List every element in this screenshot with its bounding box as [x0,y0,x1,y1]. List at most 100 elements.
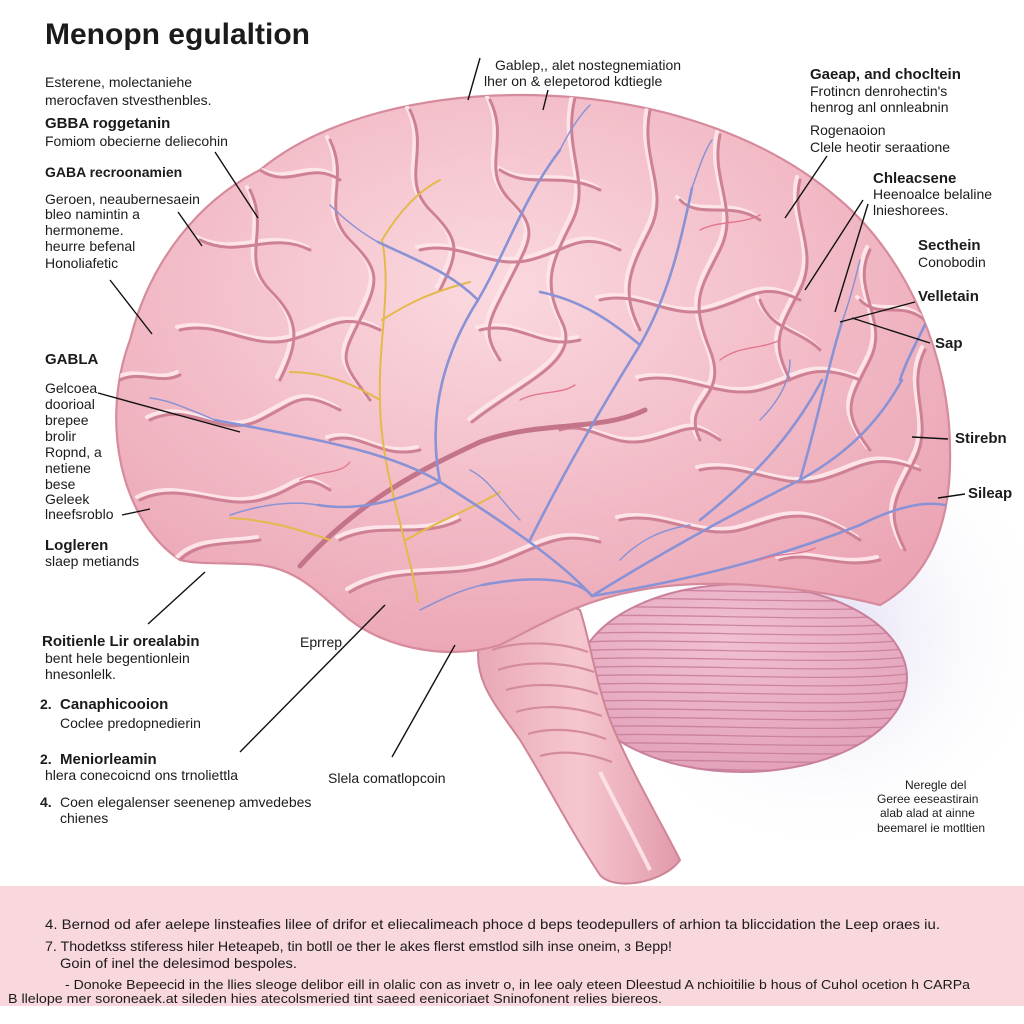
leader-line [177,211,203,247]
sulcus [777,178,809,382]
cerebellum-fold [577,680,907,687]
label-text: heurre befenal [45,238,135,254]
label-text: henrog anl onnleabnin [810,99,949,115]
sulcus [698,460,922,484]
list-item-detail: hlera conecoicnd ons trnoliettla [45,767,238,783]
footer: 4. Bernod od afer aelepe linsteafies lil… [0,886,1024,1006]
sulcus [487,98,531,362]
sulcus [198,238,312,252]
footer-note: Goin of inel the delesimod bespoles. [60,955,297,971]
sulcus [598,290,802,314]
label-heading: Logleren [45,537,108,554]
sulcus [892,348,927,552]
sulcus [478,326,582,344]
numbered-list: 2. Canaphicooion Coclee predopnedierin 2… [40,696,311,826]
top-center-labels: Gablep,, alet nostegnemiation lher on & … [484,57,681,89]
sulcus [618,514,862,542]
label-text: netiene [45,460,91,476]
small-artery [759,547,816,561]
page-title: Menopn egulaltion [45,18,310,51]
gyrus-highlight [116,370,179,379]
leader-line [851,317,931,344]
leader-line [121,508,151,516]
footer-note: 7. Thodetkss stiferess hiler Heteapeb, t… [45,938,672,954]
sulcus [118,373,182,382]
leader-line [391,644,456,758]
sulcus [678,198,762,222]
footer-note: 4. Bernod od afer aelepe linsteafies lil… [45,916,940,932]
gyrus-highlight [615,511,859,539]
brainstem [477,605,682,885]
cerebellum-fold [577,689,907,696]
label-text: hermoneme. [45,222,124,238]
leader-line [937,493,966,499]
nerve-fiber [229,517,331,541]
leader-line [109,279,153,335]
footer-note: B llelope mer soroneaek.at sileden hies … [8,991,662,1006]
gyrus-highlight [325,135,373,399]
blood-vessel [798,320,844,482]
note-text: beemarel ie motltien [877,821,985,835]
pons-ridge [527,728,607,741]
center-labels: Eprrep Slela comatlopcoin [300,634,446,786]
leader-lines [97,57,966,758]
label-text: brolir [45,428,76,444]
label-text: Geleek [45,491,90,507]
leader-line [804,199,864,291]
sulcus [693,133,729,442]
sulcus [558,426,722,444]
label-heading: GABLA [45,351,98,368]
pons-ridges [491,642,652,871]
gyrus-highlight [335,515,459,539]
nerve-fiber [381,179,441,241]
blood-vessel-branch [559,104,591,151]
nerve-fiber [405,491,501,541]
leader-line [911,436,949,440]
blood-vessels [149,104,947,611]
label-heading: Stirebn [955,430,1007,447]
gyrus-highlight [889,345,924,549]
pons-ridge [491,642,589,654]
gyrus-highlight [846,245,875,449]
label-text: lnieshorees. [873,202,949,218]
leader-line [467,57,481,101]
leader-line [214,151,259,219]
leader-line [147,571,206,625]
list-number: 4. [40,794,52,810]
label-heading: GABA recroonamien [45,164,182,180]
list-item-detail: chienes [60,810,108,826]
blood-vessel-branch [229,502,319,516]
sulcus [758,298,822,352]
blood-vessel [480,578,594,598]
list-item-title: Coen elegalenser seenenep amvedebes [60,794,311,810]
blood-vessel [376,240,480,302]
label-text: Geroen, neaubernesaein [45,191,200,207]
sulcus [248,188,296,382]
leader-line [542,89,549,111]
blood-vessel [858,502,947,527]
label-heading: Gaeap, and chocltein [810,66,961,83]
sulcus [498,168,602,192]
label-text: brepee [45,412,89,428]
note-text: Geree eeseastirain [877,792,978,806]
sulcus [408,108,456,292]
footer-note: - Donoke Bepeecid in the llies sleoge de… [65,977,971,992]
leader-line [97,392,241,433]
cortex-surface [116,95,947,611]
gyrus-highlight [255,165,339,179]
pons-ridge [515,705,603,718]
cerebrum [115,93,952,653]
label-text: slaep metiands [45,553,139,569]
gyrus-highlight [635,366,859,392]
blood-vessel-branch [329,204,379,243]
sulcus [470,96,581,424]
label-text: Frotincn denrohectin's [810,83,947,99]
nerve-fiber [289,371,381,401]
small-artery [299,461,351,481]
gyrus-highlight [145,394,339,425]
label-heading: Sap [935,335,963,352]
cerebellum-fold [577,638,907,645]
blood-vessel [590,378,904,598]
small-artery [719,339,781,361]
